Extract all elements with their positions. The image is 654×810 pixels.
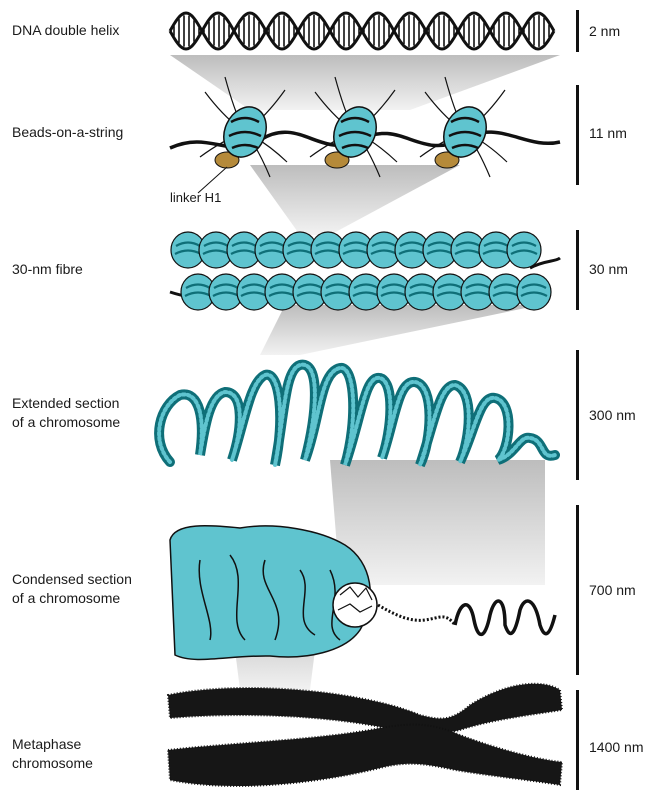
metaphase-chromosome <box>168 684 562 786</box>
scale-bar-700nm <box>576 505 579 675</box>
label-extended-section: Extended section of a chromosome <box>12 394 120 432</box>
linker-h1-callout: linker H1 <box>170 190 221 205</box>
scale-700nm: 700 nm <box>589 581 636 599</box>
funnel-3 <box>260 305 540 355</box>
funnel-2 <box>250 165 460 235</box>
scale-30nm: 30 nm <box>589 260 628 278</box>
scale-bar-30nm <box>576 230 579 310</box>
dna-helix <box>170 13 554 49</box>
scale-bar-2nm <box>576 10 579 52</box>
label-metaphase-chromosome: Metaphase chromosome <box>12 735 93 773</box>
extended-chromosome-section <box>159 365 555 465</box>
scale-2nm: 2 nm <box>589 22 620 40</box>
scale-300nm: 300 nm <box>589 406 636 424</box>
label-dna-double-helix: DNA double helix <box>12 21 119 40</box>
scale-1400nm: 1400 nm <box>589 738 643 756</box>
funnel-1 <box>170 55 560 110</box>
scale-bar-300nm <box>576 350 579 480</box>
scale-bar-1400nm <box>576 690 579 790</box>
label-beads-on-a-string: Beads-on-a-string <box>12 123 123 142</box>
scale-bar-11nm <box>576 85 579 185</box>
label-condensed-section: Condensed section of a chromosome <box>12 570 132 608</box>
scale-11nm: 11 nm <box>589 124 627 142</box>
thirty-nm-fibre <box>170 232 560 310</box>
label-30nm-fibre: 30-nm fibre <box>12 260 83 279</box>
